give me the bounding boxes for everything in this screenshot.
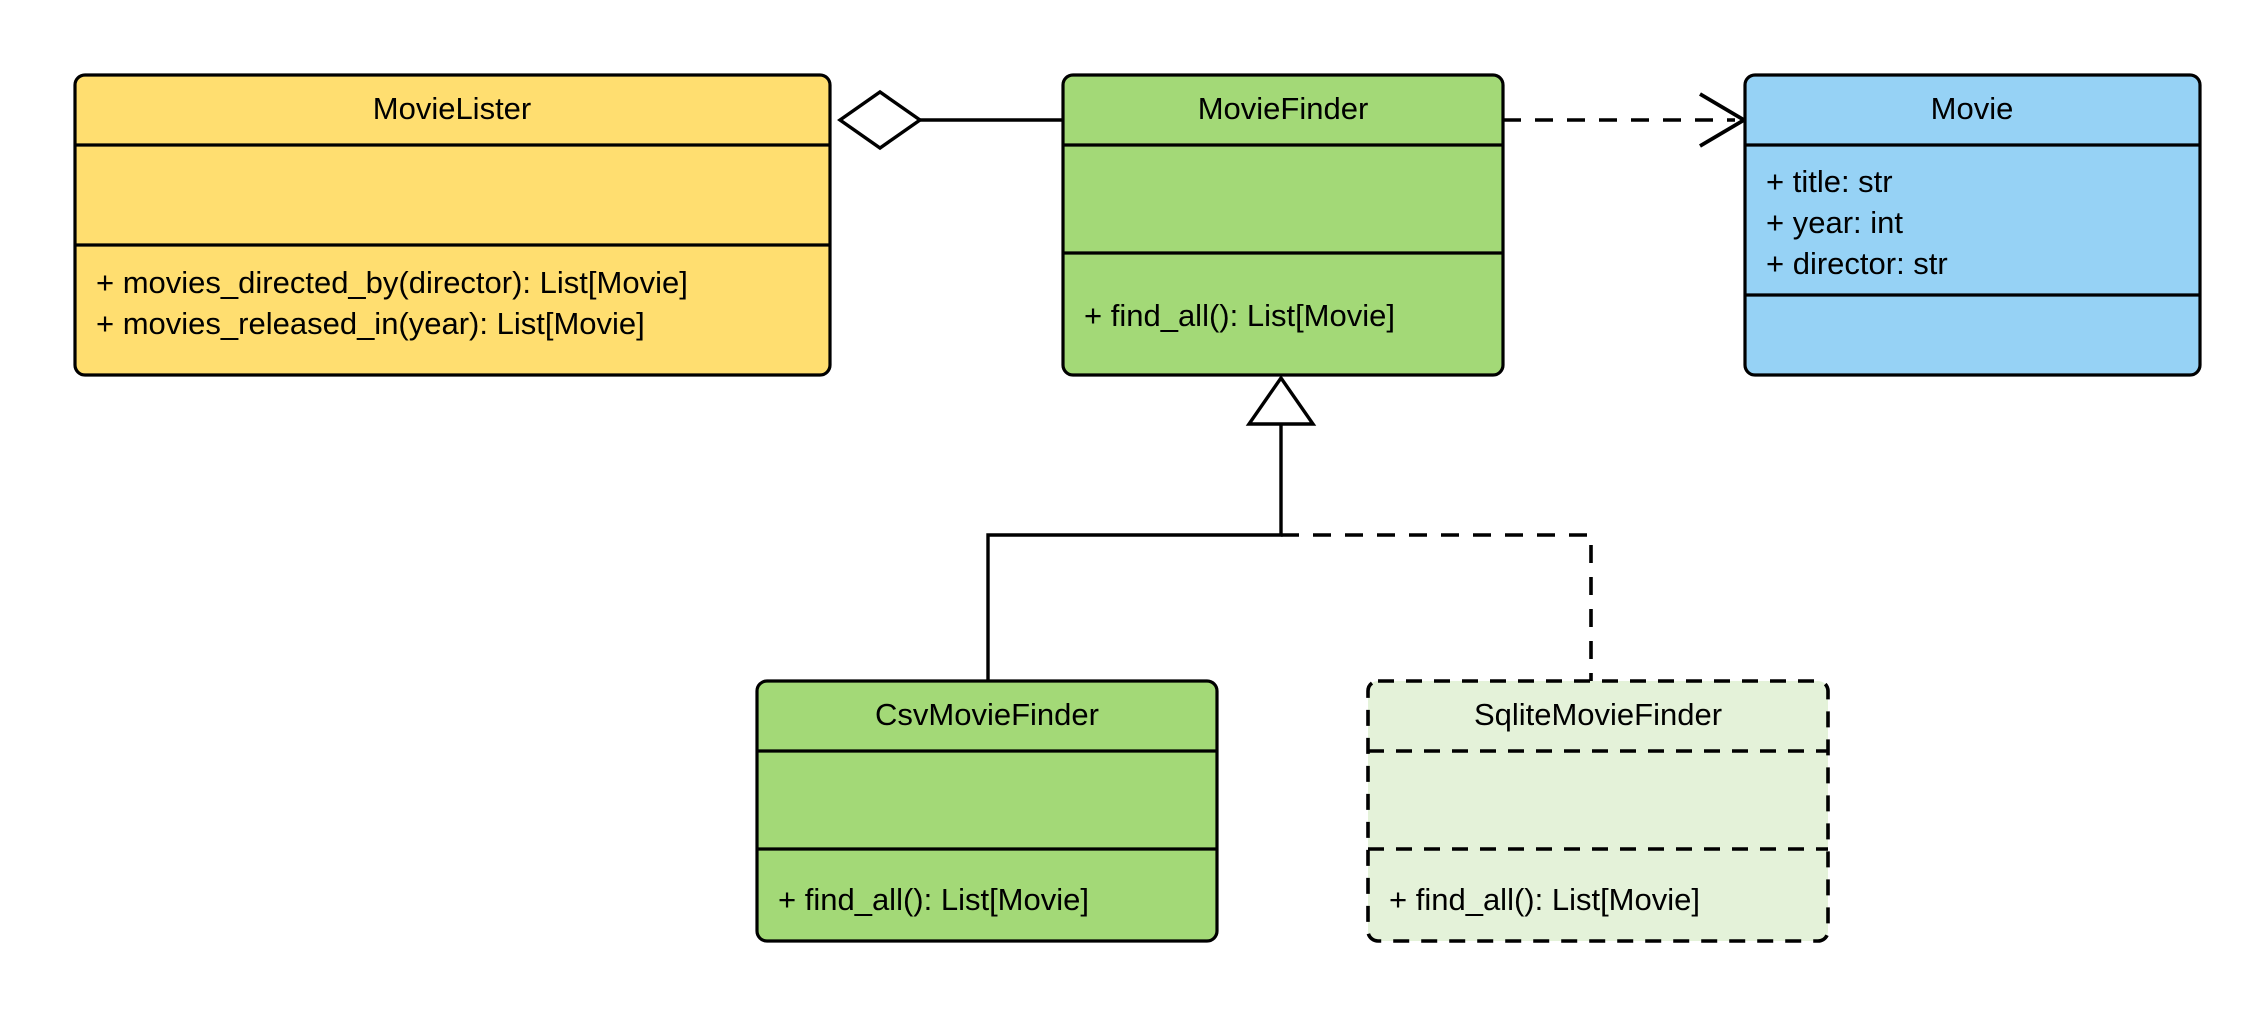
movie-attribute-0: + title: str	[1766, 164, 1893, 199]
sqlite-movie-finder-method-0: + find_all(): List[Movie]	[1389, 882, 1700, 917]
movie-title: Movie	[1931, 91, 2014, 126]
csv-movie-finder-method-0: + find_all(): List[Movie]	[778, 882, 1089, 917]
movie-attribute-2: + director: str	[1766, 246, 1948, 281]
movie-lister-title: MovieLister	[373, 91, 532, 126]
sqlite-movie-finder-frame	[1366, 679, 1830, 943]
movie-lister-method-1: + movies_released_in(year): List[Movie]	[96, 306, 645, 341]
class-box-movie-finder[interactable]: MovieFinder + find_all(): List[Movie]	[1061, 73, 1505, 377]
class-box-csv-movie-finder[interactable]: CsvMovieFinder + find_all(): List[Movie]	[755, 679, 1219, 943]
relationship-aggregation-lister-finder[interactable]	[837, 89, 1063, 151]
sqlite-movie-finder-title: SqliteMovieFinder	[1474, 697, 1722, 732]
movie-frame	[1743, 73, 2202, 377]
movie-finder-title: MovieFinder	[1198, 91, 1369, 126]
relationship-generalization-sqlite-finder[interactable]	[1281, 533, 1593, 681]
relationship-dependency-finder-movie[interactable]	[1503, 92, 1748, 148]
relationship-generalization-csv-finder[interactable]	[986, 420, 1283, 681]
movie-finder-method-0: + find_all(): List[Movie]	[1084, 298, 1395, 333]
generalization-triangle-group	[1245, 375, 1317, 426]
class-box-sqlite-movie-finder[interactable]: SqliteMovieFinder + find_all(): List[Mov…	[1366, 679, 1830, 943]
movie-finder-frame	[1061, 73, 1505, 377]
class-box-movie[interactable]: Movie + title: str + year: int + directo…	[1743, 73, 2202, 377]
hollow-diamond-marker	[837, 89, 923, 151]
movie-lister-method-0: + movies_directed_by(director): List[Mov…	[96, 265, 688, 300]
movie-lister-frame	[73, 73, 832, 377]
csv-movie-finder-frame	[755, 679, 1219, 943]
generalization-line-csv	[986, 420, 1283, 681]
movie-attribute-1: + year: int	[1766, 205, 1903, 240]
csv-movie-finder-title: CsvMovieFinder	[875, 697, 1099, 732]
generalization-line-sqlite	[1281, 533, 1593, 681]
class-box-movie-lister[interactable]: MovieLister + movies_directed_by(directo…	[73, 73, 832, 377]
hollow-triangle-marker	[1245, 375, 1317, 426]
